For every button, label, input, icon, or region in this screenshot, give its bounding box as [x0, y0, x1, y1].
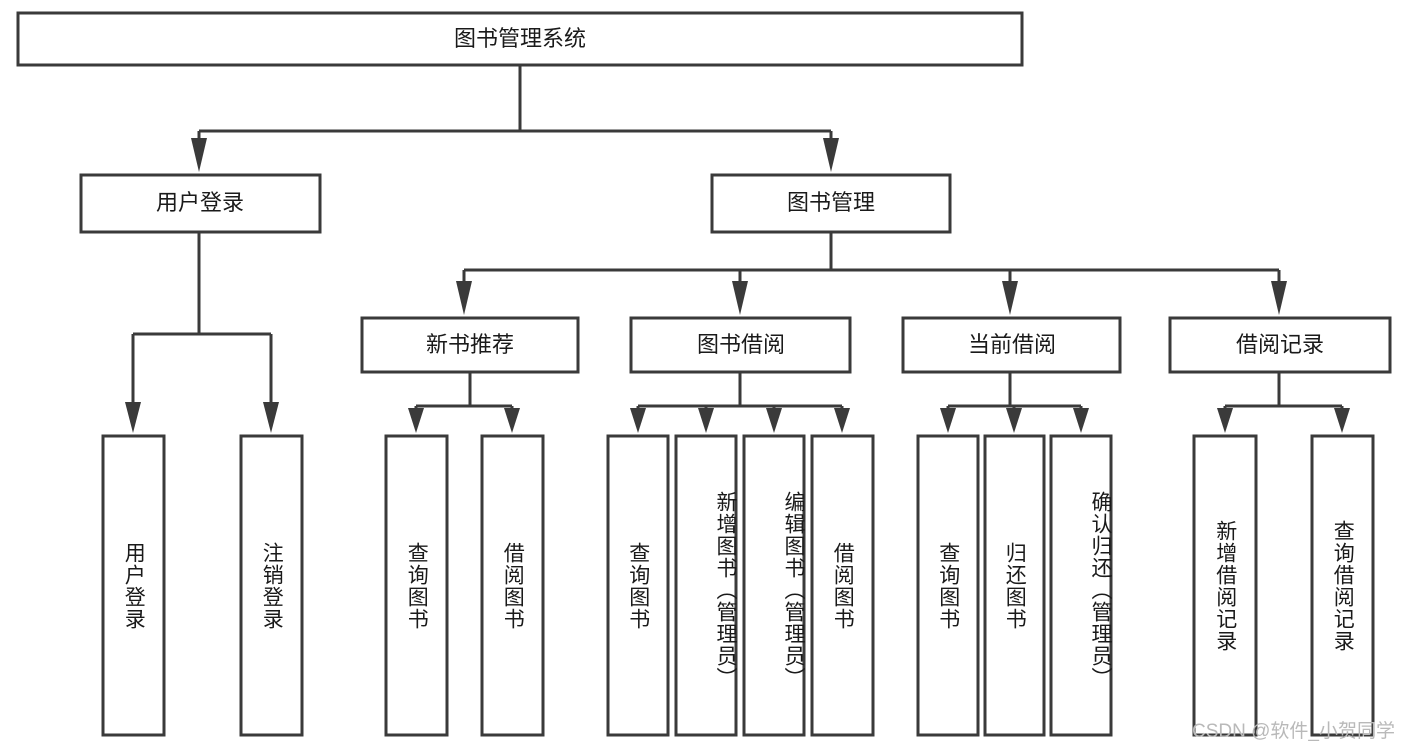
arrow-head-book-borrow [732, 281, 748, 315]
node-box-new-book-recommend[interactable] [360, 316, 580, 374]
arrow-head-cb-leaf-2 [1006, 408, 1022, 433]
node-label-user-login: 用户登录 [156, 190, 244, 215]
node-label-new-book-recommend: 新书推荐 [426, 332, 514, 357]
node-box-leaf-cb-query-book[interactable] [916, 434, 980, 737]
node-box-leaf-br-query-record[interactable] [1310, 434, 1375, 737]
node-box-user-login[interactable] [79, 173, 322, 234]
node-box-book-borrow[interactable] [629, 316, 852, 374]
node-box-leaf-bb-add-book[interactable] [674, 434, 738, 737]
arrow-head-cb-leaf-3 [1073, 408, 1089, 433]
node-box-leaf-nbr-query-book[interactable] [384, 434, 449, 737]
arrow-head-borrow-record [1271, 281, 1287, 315]
node-box-root[interactable] [16, 11, 1024, 67]
connector-layer [125, 65, 1350, 433]
arrow-head-nbr-leaf-1 [408, 408, 424, 433]
arrow-head-bb-leaf-3 [766, 408, 782, 433]
node-box-leaf-bb-query-book[interactable] [606, 434, 670, 737]
arrow-head-current-borrow [1002, 281, 1018, 315]
node-box-leaf-bb-edit-book[interactable] [742, 434, 806, 737]
arrow-head-br-leaf-2 [1334, 408, 1350, 433]
arrow-head-bb-leaf-1 [630, 408, 646, 433]
node-box-leaf-user-login[interactable] [101, 434, 166, 737]
arrow-head-bb-leaf-4 [834, 408, 850, 433]
node-label-borrow-record: 借阅记录 [1236, 332, 1324, 357]
arrow-head-nbr-leaf-2 [504, 408, 520, 433]
node-box-leaf-cb-return-book[interactable] [983, 434, 1046, 737]
arrow-head-leaf-logout [263, 402, 279, 433]
node-label-current-borrow: 当前借阅 [968, 332, 1056, 357]
arrow-head-leaf-user-login [125, 402, 141, 433]
node-box-leaf-nbr-borrow-book[interactable] [480, 434, 545, 737]
arrow-head-bb-leaf-2 [698, 408, 714, 433]
arrow-head-br-leaf-1 [1217, 408, 1233, 433]
arrow-head-new-book-rec [456, 281, 472, 315]
node-box-book-management[interactable] [710, 173, 952, 234]
node-box-leaf-logout[interactable] [239, 434, 304, 737]
arrow-head-user-login [191, 138, 207, 172]
node-label-root: 图书管理系统 [454, 26, 586, 51]
node-box-borrow-record[interactable] [1168, 316, 1392, 374]
node-box-leaf-bb-borrow-book[interactable] [810, 434, 875, 737]
arrow-head-book-mgmt [823, 138, 839, 172]
csdn-watermark: CSDN @软件_小贺同学 [1192, 721, 1395, 742]
node-layer: 图书管理系统 用户登录 图书管理 新书推荐 图书借阅 当前借阅 借阅记录 [16, 11, 1392, 737]
arrow-head-cb-leaf-1 [940, 408, 956, 433]
node-box-leaf-br-add-record[interactable] [1192, 434, 1258, 737]
node-label-book-management: 图书管理 [787, 190, 875, 215]
node-box-current-borrow[interactable] [901, 316, 1122, 374]
node-label-book-borrow: 图书借阅 [697, 332, 785, 357]
node-box-leaf-cb-confirm-return[interactable] [1049, 434, 1113, 737]
